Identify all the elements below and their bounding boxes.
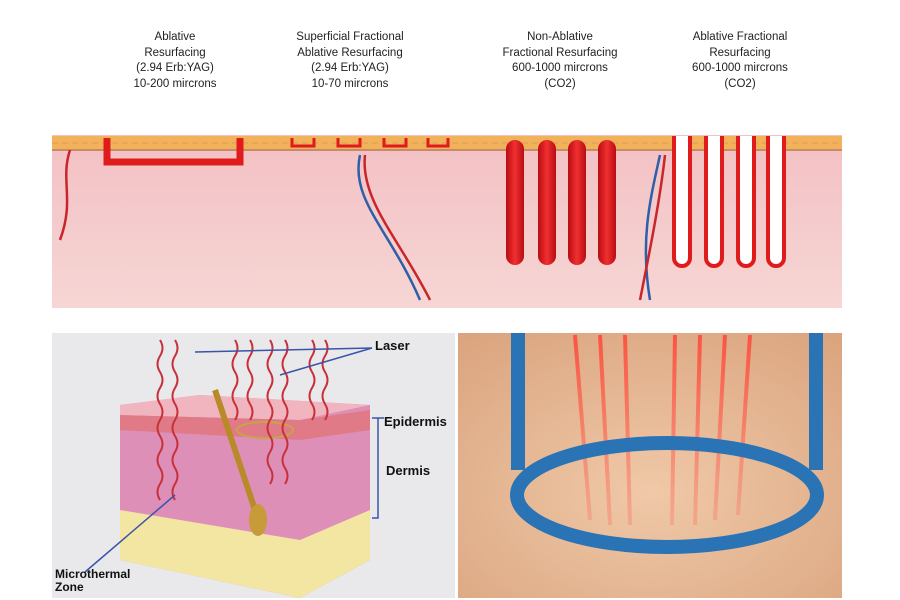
- label-laser: Laser: [375, 338, 410, 353]
- label-non-ablative-fractional: Non-Ablative Fractional Resurfacing 600-…: [460, 30, 660, 92]
- label-line: Fractional Resurfacing: [502, 46, 618, 59]
- label-ablative-resurfacing: Ablative Resurfacing (2.94 Erb:YAG) 10-2…: [75, 30, 275, 92]
- fractional-laser-handpiece-illustration: [458, 333, 842, 598]
- ablative-trough: [103, 138, 244, 166]
- label-microthermal-zone: Microthermal Zone: [55, 568, 130, 594]
- label-line: Zone: [55, 580, 84, 594]
- label-line: Ablative: [154, 31, 196, 43]
- label-line: 10-200 mircrons: [133, 77, 217, 90]
- label-line: Resurfacing: [709, 46, 771, 59]
- non-ablative-columns: [506, 140, 616, 265]
- label-line: Microthermal: [55, 567, 131, 581]
- label-line: 600-1000 mircrons: [692, 62, 788, 74]
- label-dermis: Dermis: [386, 463, 431, 478]
- superficial-notches: [290, 138, 450, 148]
- ablative-fractional-channels: [672, 136, 786, 268]
- label-line: (2.94 Erb:YAG): [311, 62, 389, 74]
- label-line: (2.94 Erb:YAG): [136, 62, 214, 74]
- label-epidermis: Epidermis: [384, 414, 447, 429]
- label-line: Superficial Fractional: [296, 31, 404, 43]
- label-line: Ablative Resurfacing: [297, 46, 403, 59]
- label-line: Resurfacing: [144, 46, 206, 59]
- blood-vessels: [58, 149, 667, 301]
- label-line: 600-1000 mircrons: [512, 62, 608, 74]
- label-line: (CO2): [544, 77, 576, 90]
- label-line: (CO2): [724, 77, 756, 90]
- label-superficial-fractional: Superficial Fractional Ablative Resurfac…: [250, 30, 450, 92]
- label-line: Non-Ablative: [527, 31, 593, 43]
- label-ablative-fractional: Ablative Fractional Resurfacing 600-1000…: [640, 30, 840, 92]
- skin-block-illustration: [52, 333, 455, 598]
- label-line: Ablative Fractional: [692, 31, 788, 43]
- label-line: 10-70 mircrons: [311, 77, 389, 90]
